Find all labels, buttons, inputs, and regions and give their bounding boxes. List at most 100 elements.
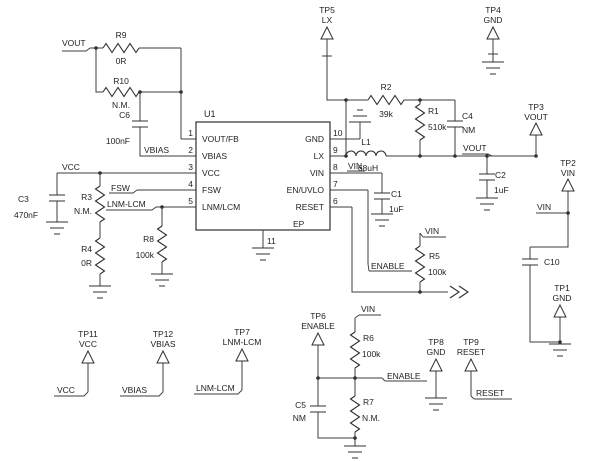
net-flag-fsw: FSW [111, 183, 130, 193]
junction-dot [160, 205, 164, 209]
net-flag-vbias-bottom: VBIAS [122, 385, 147, 395]
testpoint-arrow [320, 25, 334, 40]
ic-pin-num-9: 9 [333, 145, 338, 155]
net-flag-vin-right: VIN [537, 202, 551, 212]
ic-ref: U1 [204, 109, 216, 119]
offpage-connector-icon [449, 285, 469, 299]
junction-dot [344, 98, 348, 102]
ic-pin-name-vcc: VCC [202, 168, 220, 178]
capacitor-c6-ref: C6 [119, 110, 130, 120]
resistor-r3-value: N.M. [74, 206, 92, 216]
junction-dot [566, 211, 570, 215]
resistor-r1-ref: R1 [428, 106, 439, 116]
testpoint-tp9-net: RESET [457, 347, 485, 357]
junction-dots [94, 46, 570, 440]
testpoint-tp2-ref: TP2 [560, 158, 576, 168]
net-flag-vout-right: VOUT [463, 143, 487, 153]
net-flag-vcc: VCC [62, 162, 80, 172]
ic-pin-num-3: 3 [188, 162, 193, 172]
testpoint-arrow [529, 121, 543, 136]
resistor-r6-ref: R6 [363, 333, 374, 343]
resistor-r10-value: N.M. [112, 100, 130, 110]
net-flag-vin-r5: VIN [425, 226, 439, 236]
junction-dot [316, 376, 320, 380]
capacitor-c5-symbol [310, 405, 326, 413]
junction-dot [534, 154, 538, 158]
ic-pin-name-reset: RESET [296, 202, 324, 212]
testpoint-tp5-net: LX [322, 15, 333, 25]
junction-dot [98, 171, 102, 175]
resistor-r6-value: 100k [362, 349, 381, 359]
testpoint-tp7-ref: TP7 [234, 327, 250, 337]
ic-pin-num-1: 1 [188, 128, 193, 138]
testpoint-arrow [429, 357, 443, 372]
capacitor-c4-ref: C4 [462, 111, 473, 121]
resistor-r6-symbol [349, 331, 361, 369]
junction-dot [558, 340, 562, 344]
resistor-r4-symbol [94, 237, 106, 275]
testpoint-arrow [561, 177, 575, 192]
ground-symbol [482, 61, 504, 75]
testpoint-arrow [553, 303, 567, 318]
ground-symbol [425, 397, 447, 411]
testpoint-tp9-ref: TP9 [463, 337, 479, 347]
junction-dot [353, 436, 357, 440]
resistor-r1-value: 510k [428, 122, 447, 132]
capacitor-c2-ref: C2 [495, 170, 506, 180]
net-flag-vin-bottom: VIN [361, 304, 375, 314]
ic-pin-name-gnd: GND [305, 134, 324, 144]
resistor-r5-symbol [414, 245, 426, 283]
junction-dot [179, 90, 183, 94]
ground-symbol [46, 221, 68, 235]
ic-pin-num-6: 6 [333, 196, 338, 206]
testpoint-arrow [235, 347, 249, 362]
resistor-r3-ref: R3 [81, 192, 92, 202]
ground-symbol [371, 213, 393, 227]
junction-dot [418, 98, 422, 102]
resistor-r10-ref: R10 [113, 76, 129, 86]
ic-pin-num-11: 11 [267, 236, 276, 246]
capacitor-c2-value: 1uF [494, 185, 509, 195]
ground-symbol [151, 273, 173, 287]
resistor-r7-ref: R7 [363, 397, 374, 407]
capacitor-c4-symbol [447, 120, 463, 128]
ground-symbol [252, 247, 274, 261]
testpoint-arrow [156, 349, 170, 364]
net-flag-lnm-lcm-bottom: LNM-LCM [196, 383, 235, 393]
resistor-r2-ref: R2 [381, 82, 392, 92]
resistor-r4-ref: R4 [81, 244, 92, 254]
resistor-r8-symbol [156, 225, 168, 263]
ic-pin-name-vin: VIN [310, 168, 324, 178]
capacitor-c10-symbol [522, 258, 538, 266]
testpoint-tp1-net: GND [553, 293, 572, 303]
testpoint-tp4-ref: TP4 [485, 5, 501, 15]
resistor-r2-value: 39k [379, 109, 393, 119]
inductor-l1-ref: L1 [361, 137, 371, 147]
capacitor-c5-ref: C5 [295, 400, 306, 410]
testpoint-arrow [464, 357, 478, 372]
resistor-r2-symbol [367, 94, 405, 106]
junction-dot [94, 46, 98, 50]
resistor-r3-symbol [94, 185, 106, 223]
resistor-r5-value: 100k [428, 267, 447, 277]
testpoint-stems [87, 39, 569, 398]
ground-symbol [476, 197, 498, 211]
ground-symbol [349, 109, 371, 123]
junction-dot [418, 290, 422, 294]
ic-pin-name-lx: LX [314, 151, 325, 161]
testpoint-tp11-ref: TP11 [78, 329, 98, 339]
capacitor-c1-value: 1uF [389, 204, 404, 214]
capacitor-c2-symbol [479, 173, 495, 181]
junction-dot [418, 154, 422, 158]
testpoint-tp6-ref: TP6 [310, 311, 326, 321]
capacitor-c6-symbol [132, 120, 148, 128]
testpoint-arrow [81, 349, 95, 364]
resistor-r10-symbol [102, 86, 140, 98]
ic-pin-name-lnmlcm: LNM/LCM [202, 202, 240, 212]
capacitor-c1-ref: C1 [391, 189, 402, 199]
capacitor-c5-value: NM [293, 413, 306, 423]
resistor-r9-symbol [102, 42, 140, 54]
testpoint-tp3-net: VOUT [524, 112, 548, 122]
capacitor-c1-symbol [374, 192, 390, 200]
